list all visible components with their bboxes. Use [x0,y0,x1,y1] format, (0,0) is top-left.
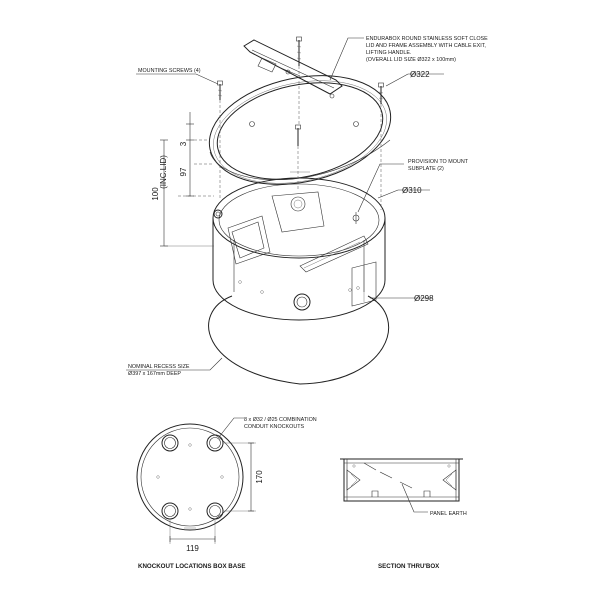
section-outline [343,458,460,502]
dim-height-97: 97 [179,167,188,176]
box-bottom-edge [212,279,386,321]
note-knockouts-2: CONDUIT KNOCKOUTS [244,424,305,430]
note-lid-1: ENDURABOX ROUND STAINLESS SOFT CLOSE [366,36,488,42]
assembly-view: 100 (INC.LID) 97 3 Ø322 Ø310 Ø298 ENDURA… [126,36,488,385]
mounting-screws [217,36,384,146]
note-lid-3: LIFTING HANDLE. [366,50,412,56]
section-view-title: SECTION THRU'BOX [378,563,440,570]
lid-panel [243,39,343,95]
dim-dia-298: Ø298 [414,294,434,303]
base-plan-view: 8 x Ø32 / Ø25 COMBINATION CONDUIT KNOCKO… [136,417,317,570]
dim-dia-310: Ø310 [402,186,422,195]
base-outline [136,423,244,531]
note-lid-4: (OVERALL LID SIZE Ø322 x 100mm) [366,57,456,63]
dim-height-3: 3 [179,141,188,146]
frame-ring-lower-edge [209,139,391,181]
note-recess-1: NOMINAL RECESS SIZE [128,364,190,370]
note-subplate-1: PROVISION TO MOUNT [408,159,469,165]
note-subplate-2: SUBPLATE (2) [408,166,444,172]
frame-ring-outer [208,75,392,185]
note-panel-earth: PANEL EARTH [430,511,467,517]
section-view: PANEL EARTH SECTION THRU'BOX [340,458,467,570]
lid-frame [208,39,392,185]
height-dimensions: 100 (INC.LID) 97 3 [151,112,214,247]
note-knockouts-1: 8 x Ø32 / Ø25 COMBINATION [244,417,317,423]
note-screws: MOUNTING SCREWS (4) [138,68,201,74]
note-recess-2: Ø397 x 167mm DEEP [128,371,181,377]
dim-height-100: 100 [151,187,160,201]
base-view-title: KNOCKOUT LOCATIONS BOX BASE [138,563,245,570]
leader-notes: ENDURABOX ROUND STAINLESS SOFT CLOSE LID… [126,36,488,377]
box-body [212,177,386,321]
dim-base-170: 170 [255,470,264,484]
dim-base-119: 119 [186,544,199,553]
construction-lines [178,66,382,210]
knockout-positions [161,434,224,520]
recess-outline [208,295,390,385]
frame-ring-inner [216,82,384,180]
diameter-dimensions: Ø322 Ø310 Ø298 [370,70,444,303]
knockout [161,434,179,452]
dim-height-100-note: (INC.LID) [159,155,168,189]
note-lid-2: LID AND FRAME ASSEMBLY WITH CABLE EXIT, [366,43,486,49]
dim-dia-322: Ø322 [410,70,430,79]
side-knockout [293,293,311,311]
